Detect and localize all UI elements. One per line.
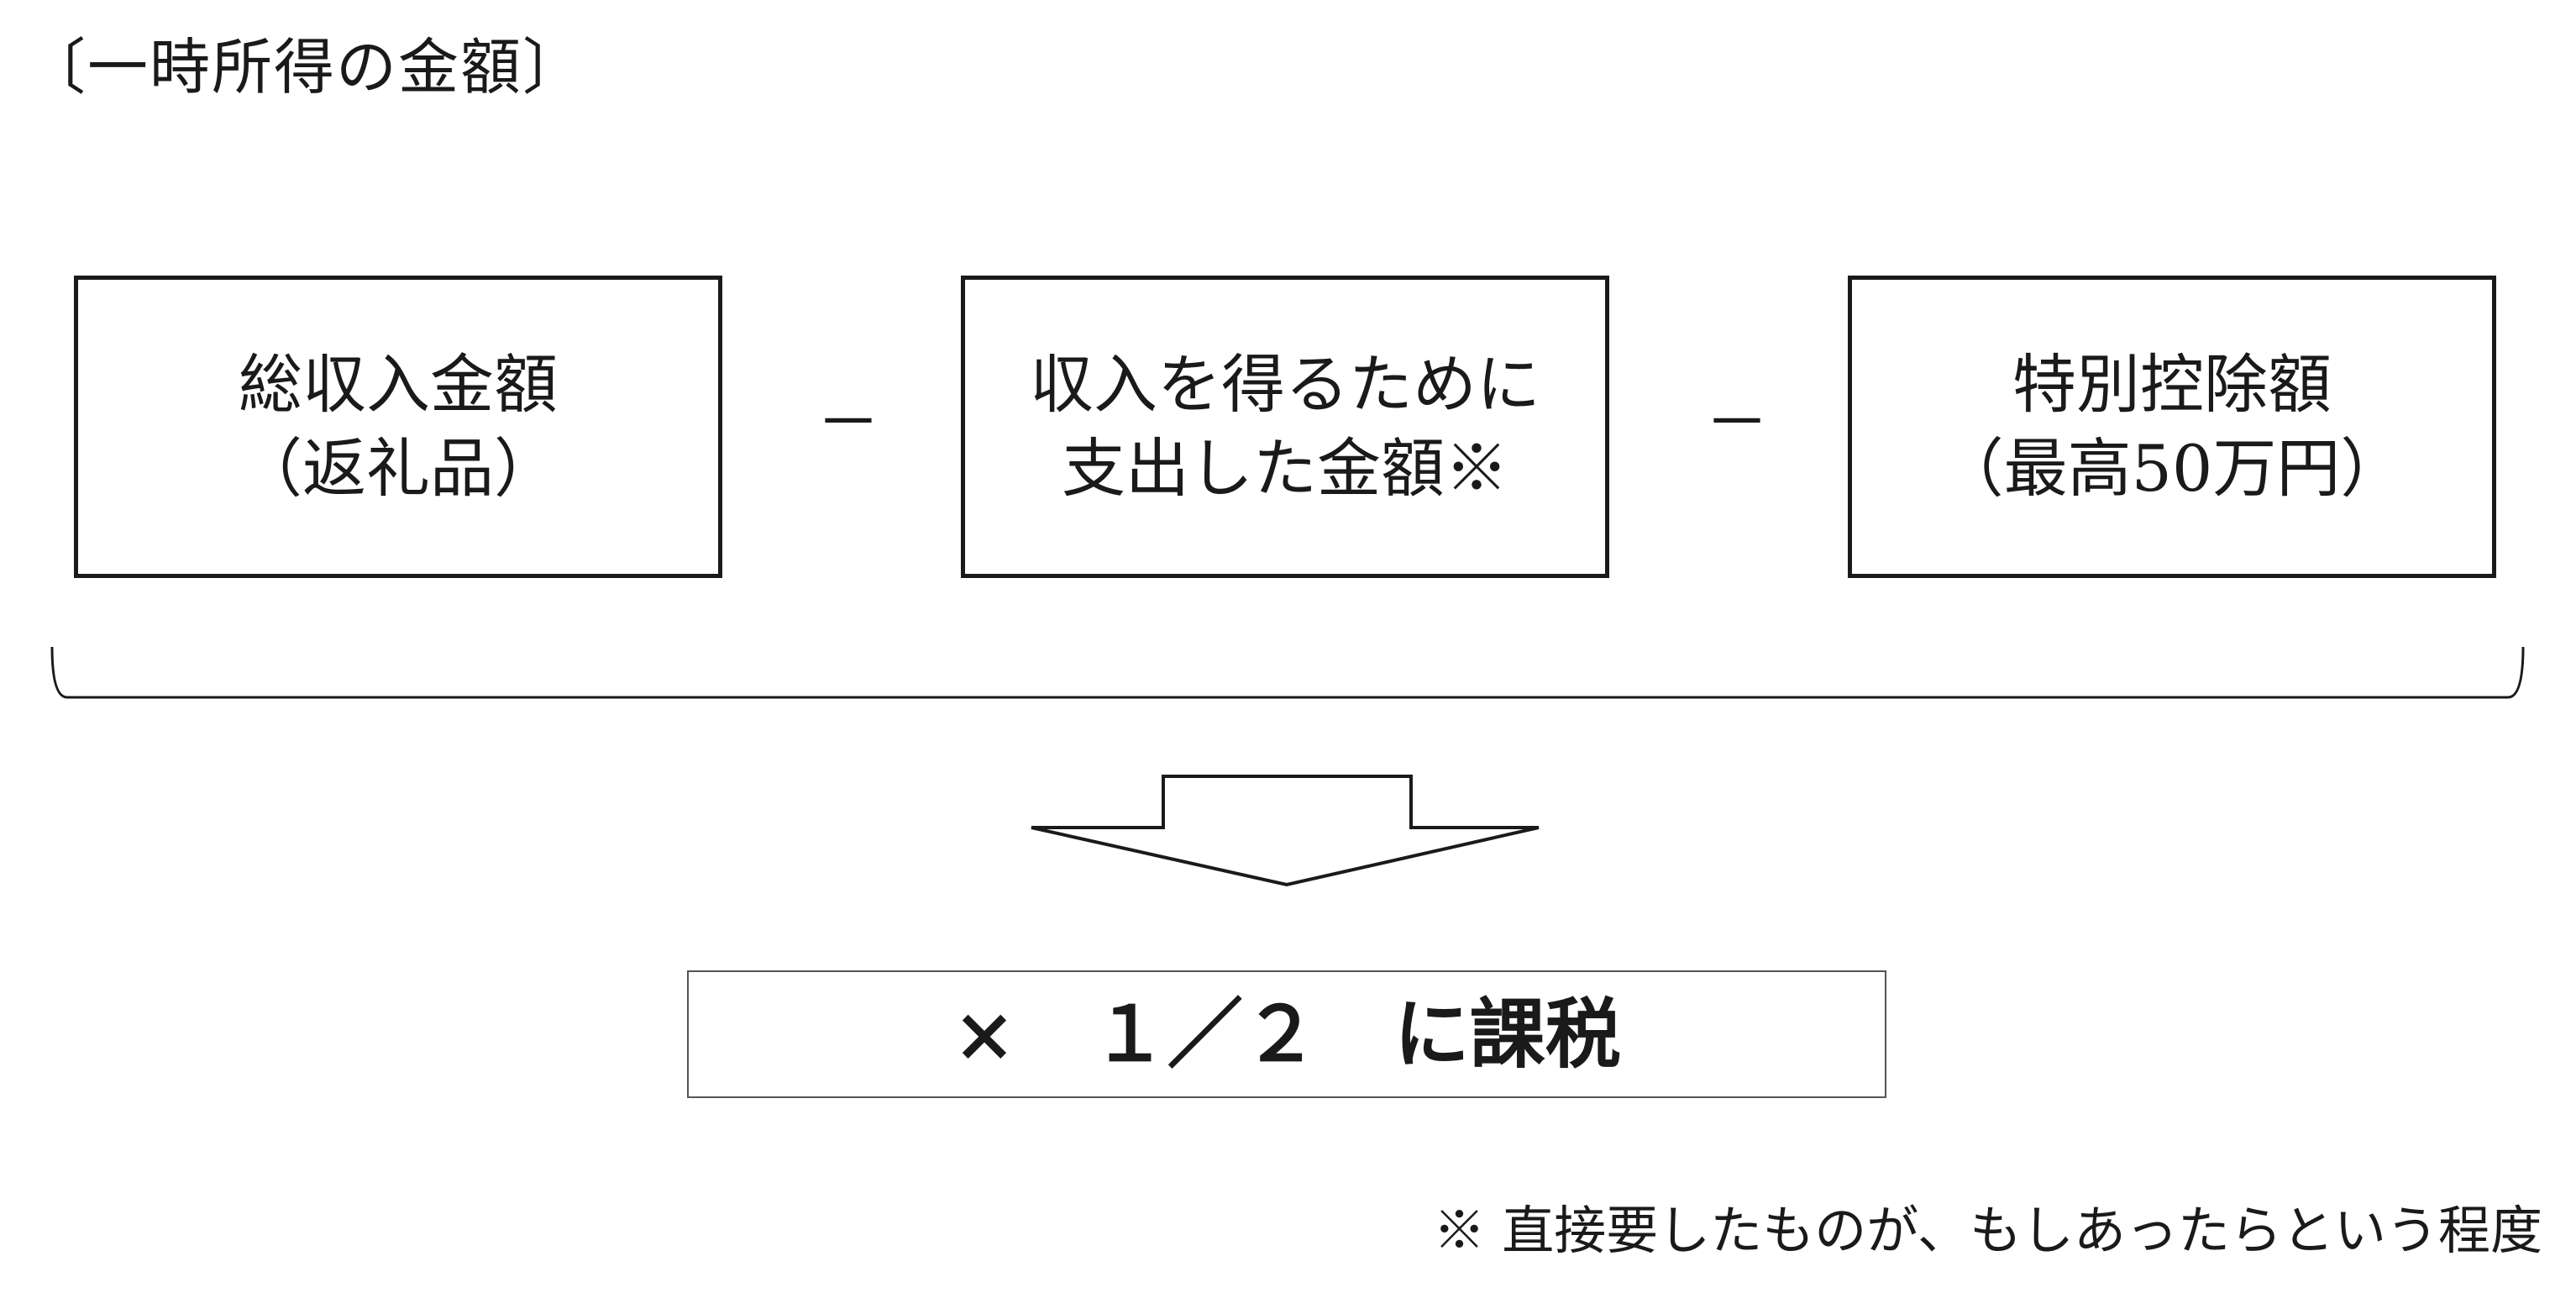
diagram-heading: 〔一時所得の金額〕: [25, 32, 585, 102]
total-income-line2: （返礼品）: [239, 431, 558, 506]
grouping-brace-line: [50, 647, 2525, 699]
special-deduction-line2: （最高50万円）: [1939, 431, 2405, 506]
total-income-line1: 総収入金額: [239, 347, 558, 422]
down-arrow-shape: [1031, 775, 1540, 887]
expenses-box: 収入を得るために 支出した金額※: [961, 276, 1609, 578]
special-deduction-line1: 特別控除額: [2012, 347, 2332, 422]
special-deduction-label: 特別控除額 （最高50万円）: [1940, 343, 2405, 511]
special-deduction-box: 特別控除額 （最高50万円）: [1848, 276, 2496, 578]
footnote: ※ 直接要したものが、もしあったらという程度: [1433, 1200, 2542, 1261]
result-box: × １／２ に課税: [687, 970, 1886, 1098]
result-label: × １／２ に課税: [952, 990, 1621, 1079]
expenses-line2: 支出した金額※: [1062, 431, 1508, 506]
down-arrow-icon: [1031, 775, 1540, 887]
grouping-brace: [50, 647, 2525, 699]
minus-operator-2: －: [1705, 385, 1769, 460]
expenses-line1: 収入を得るために: [1030, 347, 1540, 422]
expenses-label: 収入を得るために 支出した金額※: [1030, 343, 1540, 511]
total-income-label: 総収入金額 （返礼品）: [239, 343, 558, 511]
minus-operator-1: －: [816, 385, 880, 460]
total-income-box: 総収入金額 （返礼品）: [74, 276, 722, 578]
